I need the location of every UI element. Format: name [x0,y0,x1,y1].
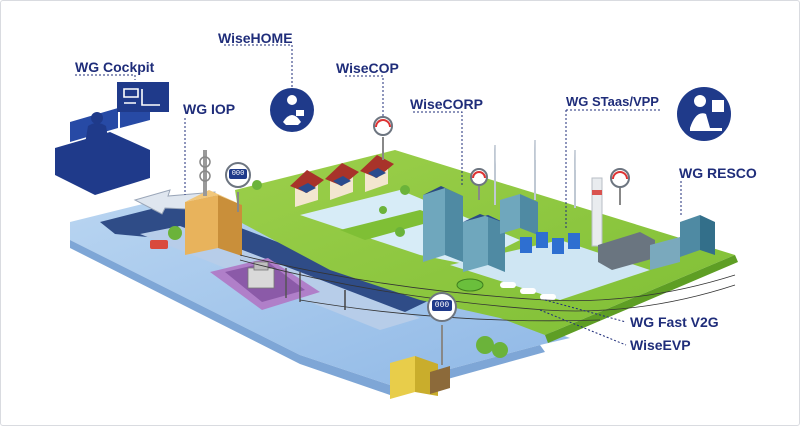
evp-building [390,356,415,399]
trees [168,180,508,358]
chimney [591,177,603,247]
corp-buildings [423,186,538,272]
resco-person-icon [677,87,731,141]
meter-display-1: 000 [229,169,247,179]
leader-lines [75,44,682,346]
battery-storage [520,232,580,254]
label-wisecop: WiseCOP [336,60,399,76]
label-wiseevp: WiseEVP [630,337,691,353]
resco-annex [650,237,680,270]
meter-display-5: 000 [432,300,452,311]
houses [290,155,394,207]
car-red [150,240,168,249]
antenna-dish-2 [199,170,211,182]
ev-car [456,278,484,292]
resco-building [680,215,700,257]
green-platform-edge [545,255,738,343]
iop-building-top [185,190,242,205]
transformer [247,267,275,289]
operator-head [91,112,103,124]
control-desk [55,132,150,195]
resco-building-side [700,215,715,255]
iop-building-front [185,195,218,255]
wind-turbine-shadow [494,140,576,208]
water-zone-edge [70,240,545,395]
smart-meter-4 [610,168,630,205]
green-lane [340,210,445,240]
label-wg-resco: WG RESCO [679,165,757,181]
evp-annex [430,366,450,394]
label-wg-cockpit: WG Cockpit [75,59,155,75]
label-wisecorp: WiseCORP [410,96,484,112]
label-wg-fast-v2g: WG Fast V2G [630,314,719,330]
wisehome-person-icon [270,88,314,132]
smart-meter-2 [373,116,393,160]
chimney-band [592,190,602,195]
antenna-mast [203,150,207,196]
label-wg-staas-vpp: WG STaas/VPP [566,94,659,109]
display-schematic [123,88,160,106]
operator-body [84,123,110,150]
smart-meter-3 [470,168,488,200]
power-plant [598,232,655,270]
iop-building-side [218,195,242,256]
transformer-top [253,261,269,271]
ev-parking [500,282,556,300]
label-wisehome: WiseHOME [218,30,293,46]
label-wg-iop: WG IOP [183,101,236,117]
antenna-dish [199,156,211,168]
